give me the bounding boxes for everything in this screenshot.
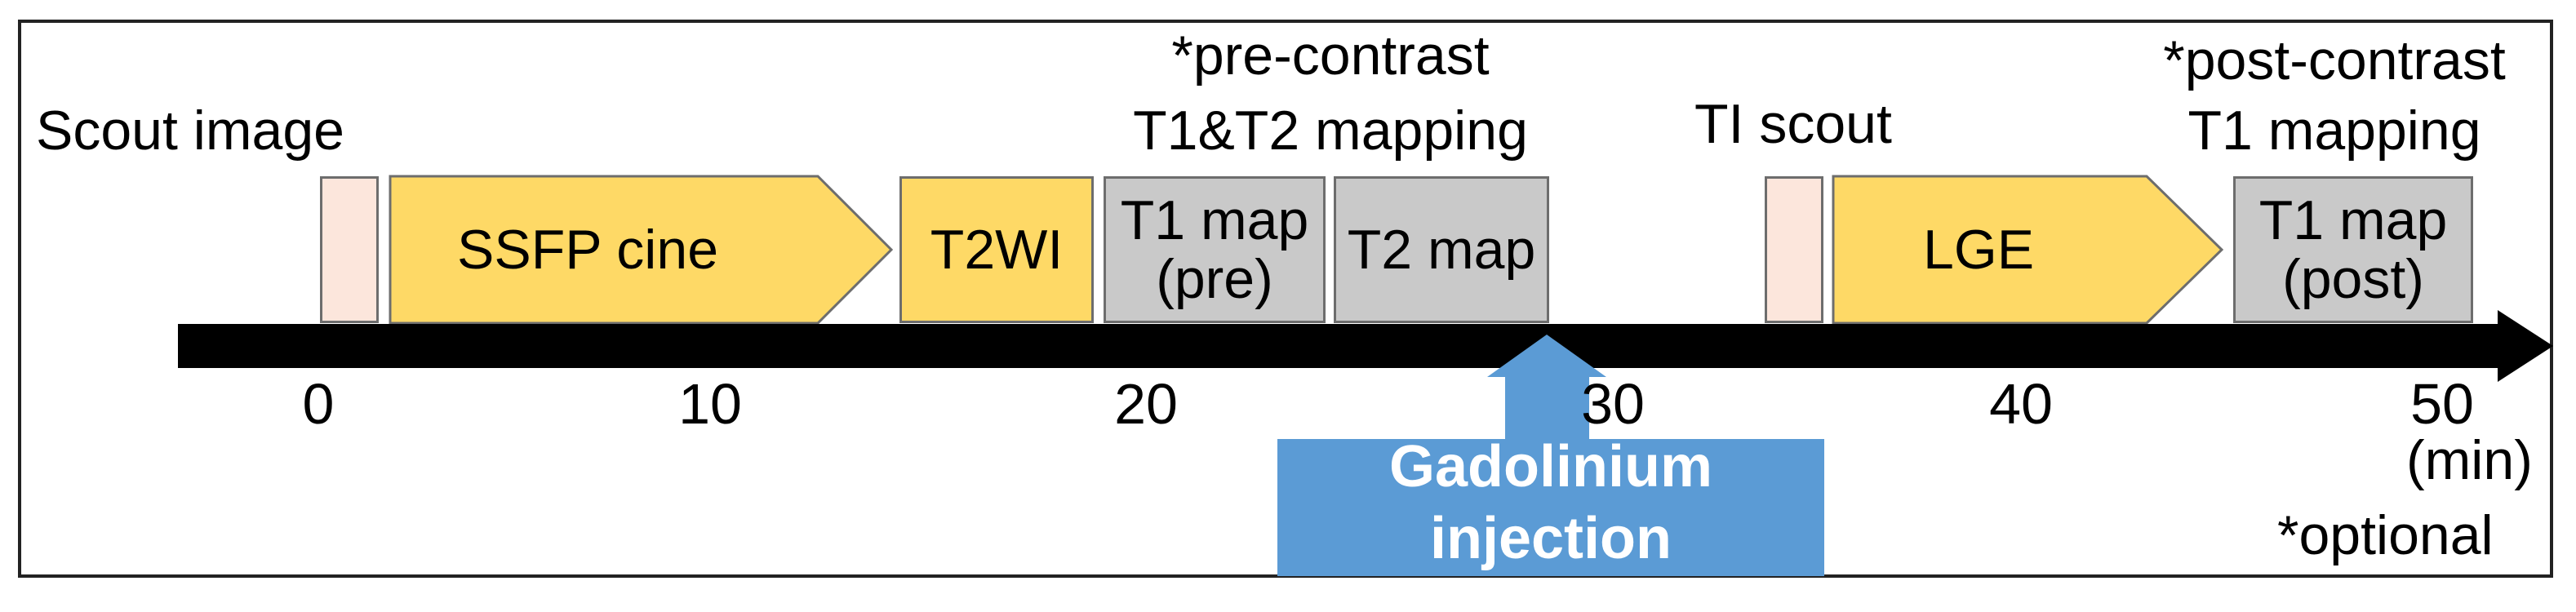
ssfp-cine-label: SSFP cine: [457, 219, 719, 281]
ti-scout-label: TI scout: [1694, 93, 1892, 155]
axis-tick-40: 40: [1989, 372, 2053, 436]
t2-map-block: T2 map: [1334, 176, 1549, 323]
axis-unit-label: (min): [2406, 429, 2533, 491]
axis-tick-30: 30: [1581, 372, 1645, 436]
t1-map-post-label-line1: T1 map: [2258, 189, 2448, 251]
axis-tick-20: 20: [1114, 372, 1178, 436]
optional-note: *optional: [2277, 504, 2494, 566]
t2-map-label: T2 map: [1347, 219, 1536, 281]
t2wi-block: T2WI: [899, 176, 1094, 323]
t1-map-pre-block: T1 map (pre): [1104, 176, 1326, 323]
pre-contrast-label-line2: T1&T2 mapping: [1133, 100, 1528, 162]
scout-image-label: Scout image: [36, 100, 344, 162]
t1-map-pre-label-line2: (pre): [1156, 248, 1273, 310]
axis-tick-10: 10: [678, 372, 742, 436]
injection-label: Gadolinium injection: [1277, 431, 1824, 574]
timeline-bar: [178, 324, 2504, 368]
ti-scout-block: [1765, 176, 1823, 323]
scout-image-block: [320, 176, 379, 323]
injection-label-line2: injection: [1429, 506, 1672, 571]
t1-map-post-block: T1 map (post): [2233, 176, 2473, 323]
t1-map-pre-label-line1: T1 map: [1120, 189, 1309, 251]
lge-block: [1832, 175, 2224, 325]
t2wi-label: T2WI: [930, 219, 1064, 281]
injection-arrow: [1277, 335, 1824, 576]
post-contrast-label-line1: *post-contrast: [2163, 29, 2506, 91]
axis-tick-0: 0: [302, 372, 335, 436]
lge-label: LGE: [1923, 219, 2035, 281]
post-contrast-label-line2: T1 mapping: [2187, 100, 2481, 162]
timeline-arrowhead: [2498, 310, 2553, 382]
axis-tick-50: 50: [2410, 372, 2474, 436]
injection-label-line1: Gadolinium: [1389, 434, 1712, 499]
t1-map-post-label-line2: (post): [2282, 248, 2424, 310]
ssfp-cine-block: [389, 175, 894, 325]
pre-contrast-label-line1: *pre-contrast: [1171, 24, 1490, 86]
